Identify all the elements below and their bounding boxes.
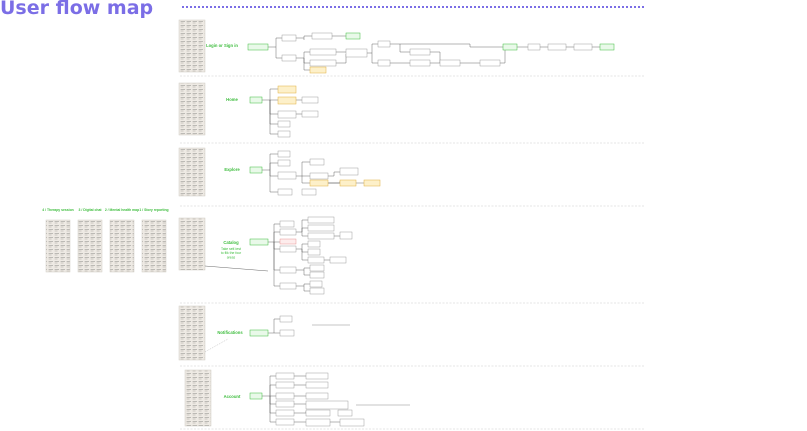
title-divider [182, 6, 644, 8]
sketch-account-photo [184, 369, 212, 427]
sketch-catalog-photo [178, 217, 206, 271]
section-label-login: Login or Sign in [206, 43, 238, 48]
section-sub-catalog-line: Take self-test [221, 247, 241, 251]
section-sub-catalog-line: to flik the four [221, 251, 242, 255]
section-dividers [180, 75, 645, 430]
topic-label-therapy: 4 / Therapy session [42, 208, 73, 212]
catalog-nodes [249, 216, 353, 295]
sketch-photos [45, 19, 212, 427]
explore-nodes [249, 150, 381, 196]
sketch-therapy-photo [45, 219, 71, 273]
page-title: User flow map [0, 0, 154, 19]
home-flow [262, 88, 302, 135]
account-flow [262, 375, 340, 423]
login-nodes [247, 32, 615, 74]
sketch-home-photo [178, 82, 206, 136]
home-nodes [249, 85, 319, 138]
section-label-catalog: Catalog [223, 240, 239, 245]
sketch-explore-photo [178, 147, 206, 197]
sketch-story-photo [141, 219, 167, 273]
sketch-notifications-photo [178, 305, 206, 361]
topic-label-map: 2 / Mental health map [105, 208, 139, 212]
notifications-flow [268, 318, 280, 334]
section-label-explore: Explore [224, 167, 240, 172]
sketch-map-photo [109, 219, 135, 273]
sketch-chat-photo [77, 219, 103, 273]
section-label-account: Account [224, 394, 241, 399]
notifications-nodes [249, 315, 350, 337]
section-label-notifications: Notifications [217, 330, 243, 335]
account-nodes [249, 372, 410, 427]
login-flow [268, 35, 600, 71]
catalog-connector [204, 265, 269, 272]
section-labels: Login or Sign in Home Explore Catalog No… [206, 43, 243, 399]
topic-label-story: 1 / Story reporting [139, 208, 168, 212]
catalog-flow [268, 219, 340, 292]
section-label-home: Home [226, 97, 238, 102]
notifications-connector [204, 338, 229, 353]
topic-label-chat: 3 / Digital chat [79, 208, 103, 212]
section-sub-catalog-line: areas [227, 255, 236, 259]
sketch-login-photo [178, 19, 206, 73]
topic-labels: 4 / Therapy session 3 / Digital chat 2 /… [42, 208, 168, 212]
